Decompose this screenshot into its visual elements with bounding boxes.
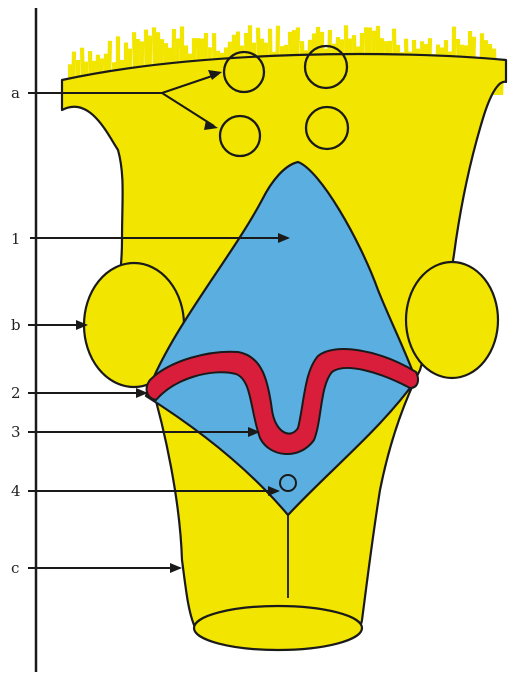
label-3: 3 [11, 423, 21, 441]
bottom-cut-ellipse [194, 606, 362, 650]
pointer-2 [28, 388, 148, 398]
label-b: b [11, 316, 21, 334]
label-c: c [11, 559, 19, 577]
right-lateral-lobe [406, 262, 498, 378]
label-1: 1 [11, 230, 21, 248]
label-2: 2 [11, 384, 21, 402]
label-4: 4 [11, 482, 21, 500]
label-a: a [11, 84, 20, 102]
pointer-c [28, 563, 182, 573]
